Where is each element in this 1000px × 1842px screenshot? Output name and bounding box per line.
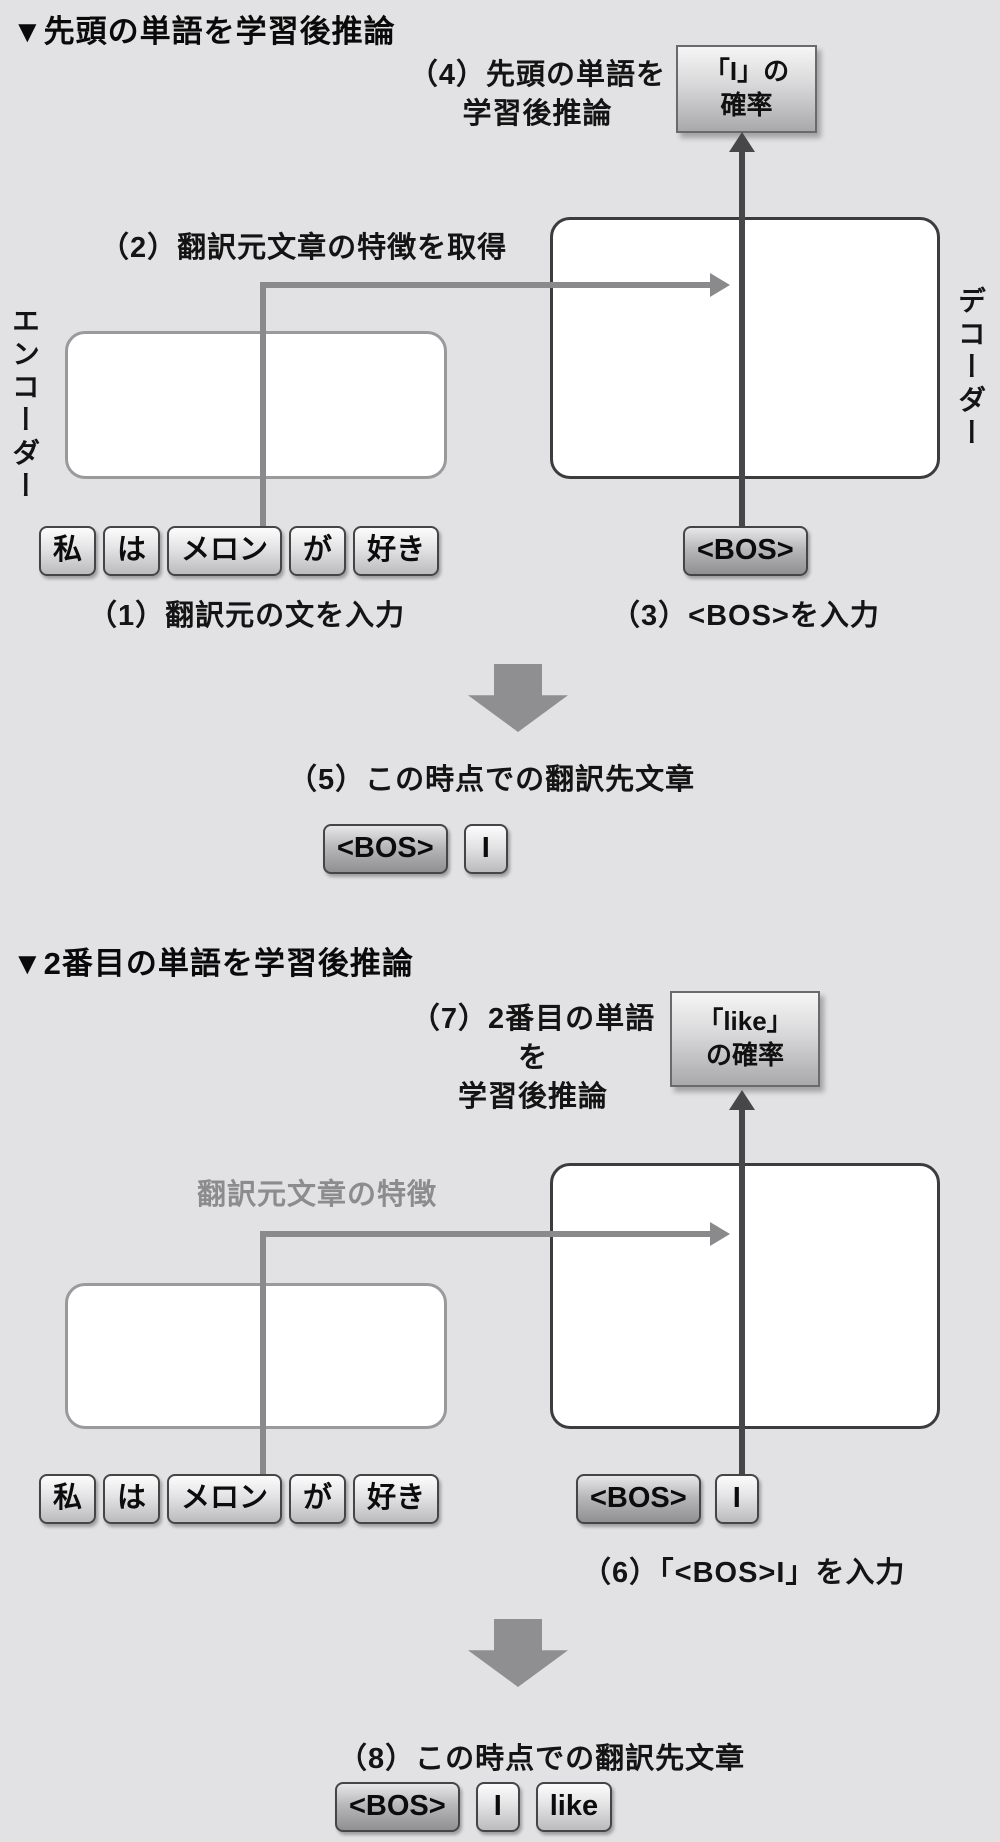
step3-label: （3）<BOS>を入力	[611, 600, 880, 632]
encoder-box-1	[65, 331, 447, 479]
result2-i-token: I	[475, 1782, 520, 1832]
feature-arrow-horizontal-1	[260, 282, 712, 288]
decoder-input-tokens-2: <BOS> I	[576, 1474, 759, 1524]
panel1-title: ▼先頭の単語を学習後推論	[12, 14, 396, 49]
step7-line1: （7）2番目の単語を	[410, 1003, 656, 1075]
step1-label: （1）翻訳元の文を入力	[88, 600, 406, 632]
decoder-box-2	[550, 1163, 940, 1429]
token-wa: は	[103, 1474, 161, 1524]
probability-box-like-line2: の確率	[705, 1040, 784, 1070]
probability-box-i: 「I」の 確率	[676, 45, 817, 133]
step7-line2: 学習後推論	[457, 1081, 608, 1114]
bos-token-1: <BOS>	[683, 526, 808, 576]
feature-arrow-stem-1	[260, 282, 266, 526]
down-block-arrow-2	[468, 1619, 568, 1687]
step4-line1: （4）先頭の単語を	[408, 59, 667, 91]
result-tokens-2: <BOS> I like	[335, 1782, 613, 1832]
result1-bos-token: <BOS>	[323, 824, 448, 874]
probability-box-i-line2: 確率	[720, 90, 773, 120]
feature-arrow-horizontal-2	[260, 1231, 712, 1237]
result-tokens-1: <BOS> I	[323, 824, 508, 874]
result2-bos-token: <BOS>	[335, 1782, 460, 1832]
decoder-box-1	[550, 217, 940, 479]
encoder-input-tokens-2: 私 は メロン が 好き	[39, 1474, 440, 1524]
token-watashi: 私	[39, 526, 97, 576]
step6-label: （6）「<BOS>I」を入力	[582, 1557, 906, 1589]
bos-arrow-line-2	[739, 1108, 745, 1474]
token-suki: 好き	[353, 526, 440, 576]
token-suki: 好き	[353, 1474, 440, 1524]
decoder-label: デコーダー	[955, 286, 986, 451]
result1-i-token: I	[463, 824, 508, 874]
encoder-box-2	[65, 1283, 447, 1429]
step4-line2: 学習後推論	[462, 98, 613, 131]
panel2-title: ▼2番目の単語を学習後推論	[12, 946, 414, 981]
token-melon: メロン	[167, 526, 283, 576]
probability-box-like-line1: 「like」	[697, 1006, 793, 1037]
step7-label: （7）2番目の単語を 学習後推論	[398, 1000, 668, 1117]
feature-arrowhead-1	[710, 273, 730, 297]
step5-label: （5）この時点での翻訳先文章	[288, 764, 696, 796]
feature-arrowhead-2	[710, 1222, 730, 1246]
token-wa: は	[103, 526, 161, 576]
encoder-input-tokens-1: 私 は メロン が 好き	[39, 526, 440, 576]
token-watashi: 私	[39, 1474, 97, 1524]
token-melon: メロン	[167, 1474, 283, 1524]
step4-label: （4）先頭の単語を 学習後推論	[405, 56, 670, 134]
bos-token-2: <BOS>	[576, 1474, 701, 1524]
encoder-label: エンコーダー	[9, 306, 40, 504]
bos-arrow-line-1	[739, 150, 745, 526]
feature-arrow-stem-2	[260, 1231, 266, 1474]
bos-arrowhead-2	[729, 1090, 755, 1110]
step2-label: （2）翻訳元文章の特徴を取得	[100, 232, 508, 264]
i-token-2: I	[714, 1474, 759, 1524]
token-ga: が	[289, 1474, 347, 1524]
down-block-arrow-1	[468, 664, 568, 732]
feature-label: 翻訳元文章の特徴	[197, 1179, 438, 1211]
token-ga: が	[289, 526, 347, 576]
bos-arrowhead-1	[729, 132, 755, 152]
step8-label: （8）この時点での翻訳先文章	[338, 1743, 746, 1775]
result2-like-token: like	[535, 1782, 613, 1832]
probability-box-i-line1: 「I」の	[703, 56, 790, 87]
probability-box-like: 「like」 の確率	[670, 991, 820, 1087]
